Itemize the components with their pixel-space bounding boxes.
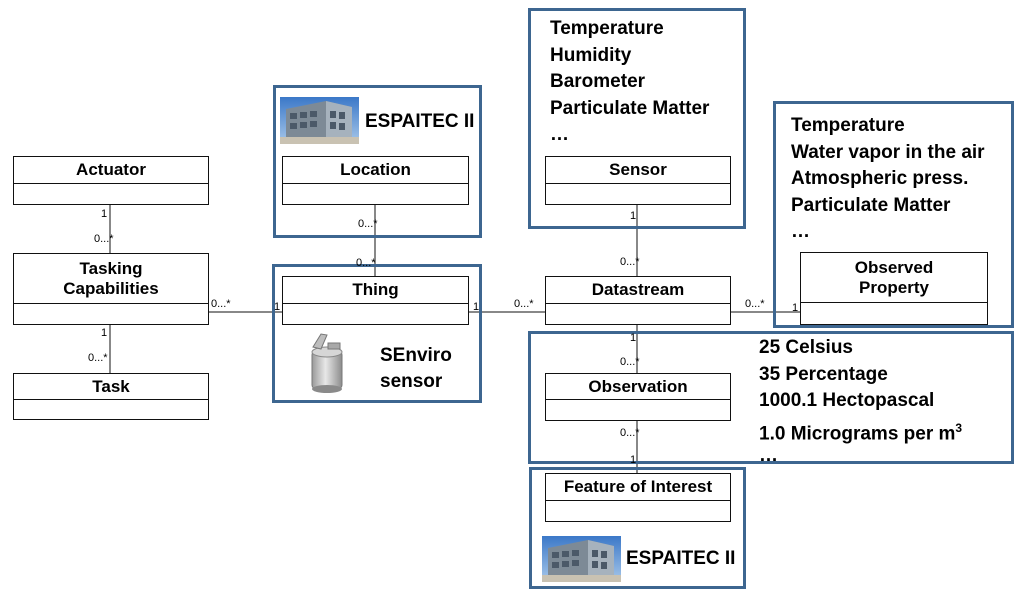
observation-value-item: 1.0 Micrograms per m3 [759,415,962,448]
observed-property-item: Temperature [791,115,905,136]
observation-values-list: 25 Celsius 35 Percentage 1000.1 Hectopas… [759,335,962,465]
location-annotation: ESPAITEC II [365,111,475,132]
sensor-type-item: Particulate Matter [550,97,710,119]
datastream-class-name: Datastream [546,277,730,304]
feature-of-interest-class-name: Feature of Interest [546,474,730,501]
thing-class[interactable]: Thing [282,276,469,325]
observed-property-frame [773,101,1014,328]
observation-value-text: 1.0 Micrograms per m [759,422,956,444]
thing-annotation-line-1: SEnviro [380,345,452,366]
task-class[interactable]: Task [13,373,209,420]
sensor-type-item: Barometer [550,71,646,92]
observation-frame [528,331,1014,464]
feature-frame [529,467,746,589]
observation-value-item: 35 Percentage [759,363,888,385]
location-frame [273,85,482,238]
observed-property-item: Particulate Matter [791,194,951,216]
observed-property-line-2: Property [859,277,929,297]
building-photo-icon [542,536,621,582]
mult-thing-datastream-one: 1 [473,301,480,313]
observed-properties-list: Temperature Water vapor in the air Atmos… [791,113,985,246]
observation-class-name: Observation [546,374,730,400]
thing-annotation-line-2: sensor [380,371,443,392]
mult-task-many: 0...* [88,352,108,364]
actuator-class-name: Actuator [14,157,208,184]
mult-task-one: 1 [101,327,108,339]
mult-datastream-property-one: 1 [792,302,799,314]
observed-property-item: Atmospheric press. [791,168,969,189]
tasking-line-1: Tasking [79,258,143,278]
sensor-class-name: Sensor [546,157,730,184]
sensor-device-icon [311,333,343,393]
observed-property-item: Water vapor in the air [791,141,985,163]
mult-datastream-property-many: 0...* [745,298,765,310]
mult-observation-feature-many: 0...* [620,427,640,439]
location-class[interactable]: Location [282,156,469,205]
sensor-class[interactable]: Sensor [545,156,731,205]
mult-tasking-thing-many: 0...* [211,298,231,310]
sensor-type-item: Humidity [550,44,632,66]
feature-annotation: ESPAITEC II [626,548,736,569]
actuator-class[interactable]: Actuator [13,156,209,205]
sensor-type-item: … [550,124,569,145]
mult-observation-feature-one: 1 [630,454,637,466]
datastream-class[interactable]: Datastream [545,276,731,325]
observation-class[interactable]: Observation [545,373,731,421]
mult-location-thing-bottom: 0...* [356,257,376,269]
observation-value-item: 25 Celsius [759,337,853,358]
tasking-line-2: Capabilities [63,278,159,298]
observation-value-item: 1000.1 Hectopascal [759,390,935,411]
sensor-types-list: Temperature Humidity Barometer Particula… [550,16,709,149]
mult-datastream-observation-one: 1 [630,332,637,344]
tasking-capabilities-class-name: Tasking Capabilities [14,254,208,304]
observed-property-item: … [791,221,810,242]
observation-value-item: … [759,445,778,467]
observed-property-line-1: Observed [854,257,934,277]
feature-of-interest-class[interactable]: Feature of Interest [545,473,731,522]
mult-thing-datastream-many: 0...* [514,298,534,310]
mult-datastream-observation-many: 0...* [620,356,640,368]
building-photo-icon [280,97,359,144]
mult-actuator-many: 0...* [94,233,114,245]
mult-actuator-one: 1 [101,208,108,220]
observation-value-superscript: 3 [955,420,963,435]
observed-property-class-name: Observed Property [801,253,987,303]
thing-annotation: SEnviro sensor [380,343,452,395]
mult-tasking-thing-one: 1 [274,301,281,313]
tasking-capabilities-class[interactable]: Tasking Capabilities [13,253,209,325]
mult-sensor-datastream-many: 0...* [620,256,640,268]
sensor-frame [528,8,746,229]
thing-frame [272,264,482,403]
observed-property-class[interactable]: Observed Property [800,252,988,325]
thing-class-name: Thing [283,277,468,304]
mult-location-thing-top: 0...* [358,218,378,230]
location-class-name: Location [283,157,468,184]
sensor-type-item: Temperature [550,18,664,39]
task-class-name: Task [14,374,208,400]
mult-sensor-datastream-one: 1 [630,210,637,222]
